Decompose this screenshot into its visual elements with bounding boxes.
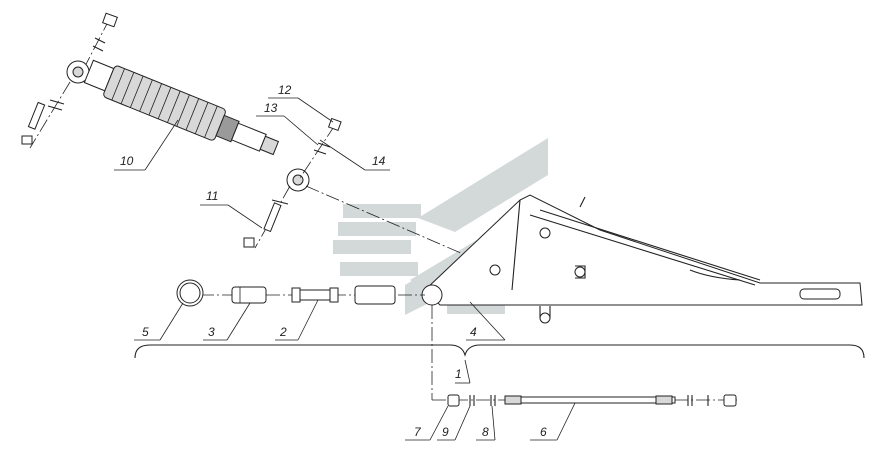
callout-labels: 1 2 3 4 5 6 7 8 9 10 11 12 13 14 <box>120 83 547 439</box>
nut-part <box>447 394 460 407</box>
callout-7: 7 <box>414 425 422 439</box>
callout-14: 14 <box>372 154 386 168</box>
assembly-brace <box>134 344 865 359</box>
callout-9: 9 <box>442 425 449 439</box>
sleeve-part <box>354 285 396 305</box>
callout-10: 10 <box>120 154 134 168</box>
leader-lines <box>114 97 576 441</box>
callout-11: 11 <box>206 189 218 203</box>
callout-8: 8 <box>482 425 489 439</box>
bushing-part <box>231 286 267 304</box>
callout-3: 3 <box>208 325 215 339</box>
callout-12: 12 <box>278 83 292 97</box>
lever-frame-part <box>421 194 863 324</box>
callout-1: 1 <box>455 367 462 381</box>
callout-6: 6 <box>540 425 547 439</box>
callout-13: 13 <box>264 101 278 115</box>
shock-absorber-part <box>21 12 501 271</box>
callout-4: 4 <box>470 325 477 339</box>
rod-row-parts <box>431 305 740 407</box>
rod-part <box>504 396 676 404</box>
axle-row-parts <box>176 279 425 307</box>
callout-2: 2 <box>279 325 287 339</box>
callout-5: 5 <box>142 325 149 339</box>
